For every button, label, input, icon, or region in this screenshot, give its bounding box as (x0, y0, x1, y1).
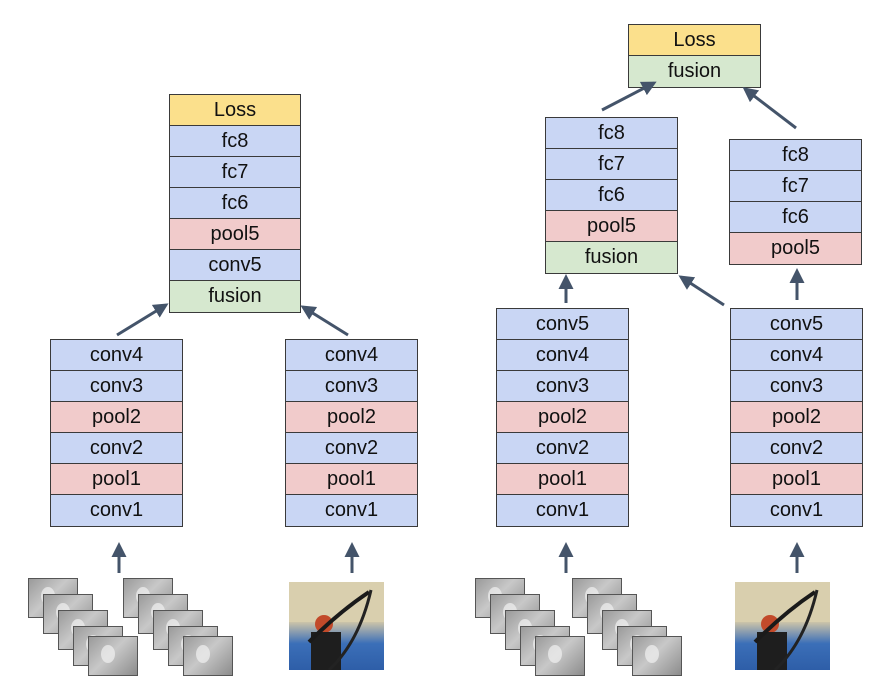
conv3-block: conv3 (50, 370, 183, 403)
pool2-block: pool2 (730, 401, 863, 434)
fc8-block: fc8 (545, 117, 678, 150)
fc7-block: fc7 (545, 148, 678, 181)
pool1-block: pool1 (496, 463, 629, 496)
conv1-block: conv1 (496, 494, 629, 527)
conv5-block: conv5 (169, 249, 301, 282)
right-top-stack: Loss fusion (628, 24, 761, 88)
pool2-block: pool2 (496, 401, 629, 434)
fusion-block: fusion (628, 55, 761, 88)
flow-frame (183, 636, 233, 676)
pool1-block: pool1 (285, 463, 418, 496)
archery-photo (289, 582, 384, 670)
conv1-block: conv1 (285, 494, 418, 527)
conv2-block: conv2 (496, 432, 629, 465)
fc6-block: fc6 (729, 201, 862, 234)
arrow (300, 305, 349, 337)
left-stream-a: conv4 conv3 pool2 conv2 pool1 conv1 (50, 339, 183, 527)
conv4-block: conv4 (730, 339, 863, 372)
arrow (116, 303, 169, 337)
archery-photo (735, 582, 830, 670)
conv4-block: conv4 (285, 339, 418, 372)
conv2-block: conv2 (285, 432, 418, 465)
conv3-block: conv3 (285, 370, 418, 403)
flow-frame (535, 636, 585, 676)
flow-frame (88, 636, 138, 676)
fusion-block: fusion (545, 241, 678, 274)
conv3-block: conv3 (730, 370, 863, 403)
conv1-block: conv1 (50, 494, 183, 527)
arrow (678, 275, 725, 307)
archer-figure (735, 582, 830, 670)
pool5-block: pool5 (729, 232, 862, 265)
pool2-block: pool2 (285, 401, 418, 434)
right-mid-right-stack: fc8 fc7 fc6 pool5 (729, 139, 862, 265)
loss-block: Loss (169, 94, 301, 127)
right-mid-left-stack: fc8 fc7 fc6 pool5 fusion (545, 117, 678, 274)
left-stream-b: conv4 conv3 pool2 conv2 pool1 conv1 (285, 339, 418, 527)
arrow (742, 87, 797, 130)
right-stream-b: conv5 conv4 conv3 pool2 conv2 pool1 conv… (730, 308, 863, 527)
archer-figure (289, 582, 384, 670)
fc7-block: fc7 (169, 156, 301, 189)
fusion-block: fusion (169, 280, 301, 313)
pool5-block: pool5 (169, 218, 301, 251)
left-top-stack: Loss fc8 fc7 fc6 pool5 conv5 fusion (169, 94, 301, 313)
conv1-block: conv1 (730, 494, 863, 527)
flow-frame (632, 636, 682, 676)
optical-flow-frames-right (475, 578, 685, 678)
conv5-block: conv5 (496, 308, 629, 341)
loss-block: Loss (628, 24, 761, 57)
arrow (601, 81, 657, 112)
pool1-block: pool1 (50, 463, 183, 496)
right-stream-a: conv5 conv4 conv3 pool2 conv2 pool1 conv… (496, 308, 629, 527)
optical-flow-frames-left (28, 578, 238, 678)
pool2-block: pool2 (50, 401, 183, 434)
